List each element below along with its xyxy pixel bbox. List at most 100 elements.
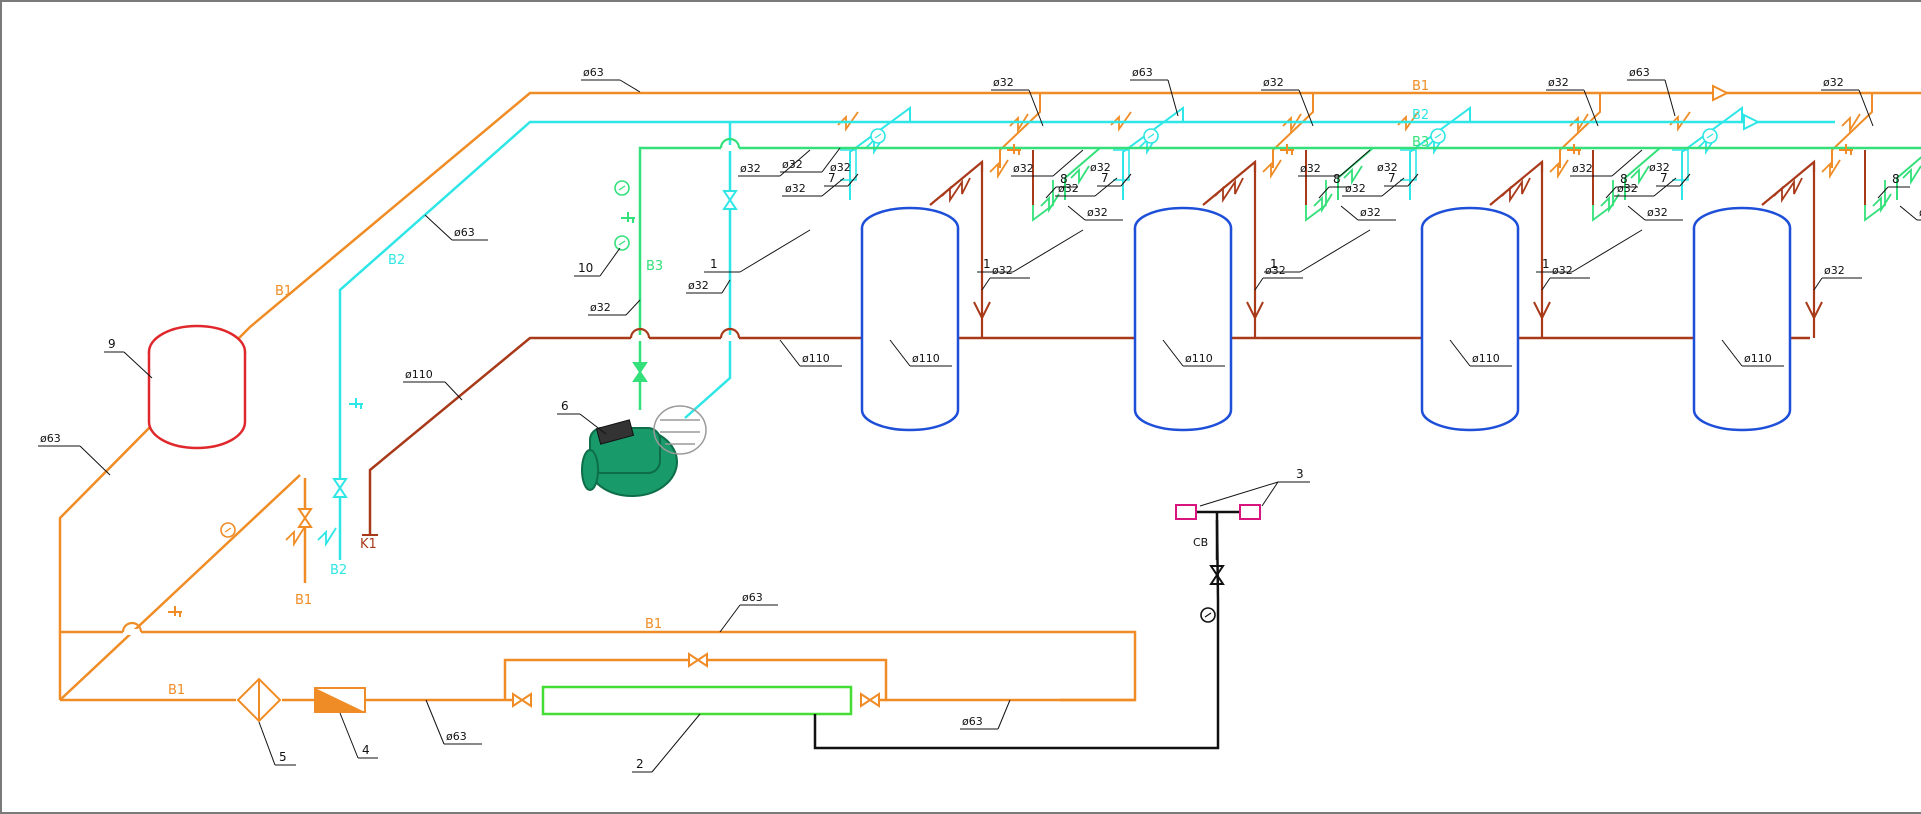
gate-valve-icon[interactable] [722, 190, 738, 210]
position-label-1: 1 [710, 257, 718, 271]
pressure-gauge-icon [1143, 128, 1159, 144]
diameter-label: ø32 [830, 161, 851, 174]
diameter-label: ø32 [590, 301, 611, 314]
diameter-label: ø63 [454, 226, 475, 239]
pump-6 [581, 405, 707, 497]
position-label-8: 8 [1892, 172, 1900, 186]
b3-pipeline [638, 146, 1921, 410]
storage-tank [1133, 206, 1233, 432]
diameter-label: ø110 [912, 352, 940, 365]
position-label-1: 1 [1542, 257, 1550, 271]
gate-valve-icon[interactable] [332, 478, 348, 498]
diameter-label: ø63 [446, 730, 467, 743]
diameter-label: ø32 [740, 162, 761, 175]
diameter-label: ø32 [1649, 161, 1670, 174]
diameter-label: ø32 [1377, 161, 1398, 174]
position-label-7: 7 [1101, 171, 1109, 185]
k1-sewer [368, 336, 1810, 535]
diameter-label: ø32 [993, 76, 1014, 89]
position-label-3: 3 [1296, 467, 1304, 481]
line-label-b1: B1 [295, 593, 312, 608]
mesh-filter-5 [236, 677, 282, 723]
pressure-gauge-icon [1200, 607, 1216, 623]
pressure-gauge-icon [1430, 128, 1446, 144]
line-label-b1: B1 [168, 683, 185, 698]
diameter-label: ø110 [1185, 352, 1213, 365]
line-label-b1: B1 [645, 617, 662, 632]
position-label-4: 4 [362, 743, 370, 757]
diameter-label: ø32 [1058, 182, 1079, 195]
gate-valve-icon[interactable] [297, 508, 313, 528]
gate-valve-icon[interactable] [512, 692, 532, 708]
position-label-8: 8 [1620, 172, 1628, 186]
diameter-label: ø32 [1647, 206, 1668, 219]
diameter-label: ø32 [1087, 206, 1108, 219]
position-label-7: 7 [828, 171, 836, 185]
diameter-label: ø32 [1824, 264, 1845, 277]
diameter-label: ø32 [1617, 182, 1638, 195]
position-label-9: 9 [108, 337, 116, 351]
buffer-tank-9 [147, 324, 247, 450]
sampling-tap-icon [621, 212, 635, 223]
line-label-b1: B1 [1412, 79, 1429, 94]
b1-branches [121, 84, 1873, 635]
gate-valve-icon[interactable] [688, 652, 708, 668]
diameter-label: ø32 [1345, 182, 1366, 195]
pressure-gauges [168, 128, 1853, 623]
position-label-2: 2 [636, 757, 644, 771]
b3-branches [719, 137, 1921, 222]
b1-diag-riser [59, 474, 301, 701]
sampling-tap-icon [1280, 144, 1294, 155]
diameter-label: ø63 [1132, 66, 1153, 79]
diameter-label: ø110 [1744, 352, 1772, 365]
position-label-1: 1 [983, 257, 991, 271]
storage-tank [1420, 206, 1520, 432]
pressure-gauge-icon [1702, 128, 1718, 144]
storage-tanks [860, 206, 1792, 432]
pressure-gauge-icon [870, 128, 886, 144]
b2-pipeline [338, 120, 1835, 560]
b2-pump-return [684, 122, 732, 419]
b1-pipeline [58, 91, 1921, 702]
pressure-gauge-icon [220, 522, 236, 538]
filter-housing-2 [541, 685, 853, 716]
diameter-label: ø32 [992, 264, 1013, 277]
diameter-label: ø32 [782, 158, 803, 171]
line-label-b3: B3 [646, 259, 663, 274]
diameter-label: ø63 [1629, 66, 1650, 79]
position-label-6: 6 [561, 399, 569, 413]
position-label-7: 7 [1660, 171, 1668, 185]
diameter-label: ø32 [1572, 162, 1593, 175]
diameter-label: ø32 [1300, 162, 1321, 175]
line-label-k1: K1 [360, 537, 377, 552]
diameter-label: ø32 [1552, 264, 1573, 277]
line-label-b1: B1 [275, 284, 292, 299]
diameter-label: ø32 [1090, 161, 1111, 174]
storage-tank [860, 206, 960, 432]
misc-valves [297, 190, 1225, 708]
diameter-label: ø63 [40, 432, 61, 445]
diameter-label: ø32 [785, 182, 806, 195]
line-label-b2: B2 [1412, 108, 1429, 123]
position-label-10: 10 [578, 261, 593, 275]
diameter-label: ø63 [962, 715, 983, 728]
sv-boxes [1175, 504, 1261, 520]
position-label-8: 8 [1060, 172, 1068, 186]
position-label-7: 7 [1388, 171, 1396, 185]
sampling-tap-icon [168, 606, 182, 617]
water-meter-4 [314, 687, 366, 713]
diameter-label: ø110 [802, 352, 830, 365]
pressure-gauge-icon [614, 180, 630, 196]
position-label-8: 8 [1333, 172, 1341, 186]
line-label-b2: B2 [388, 253, 405, 268]
sampling-tap-icon [1839, 144, 1853, 155]
diameter-label: ø110 [405, 368, 433, 381]
gate-valve-icon[interactable] [860, 692, 880, 708]
b3-main [638, 146, 1921, 410]
storage-tank [1692, 206, 1792, 432]
diameter-label: ø32 [1823, 76, 1844, 89]
sampling-tap-icon [1007, 144, 1021, 155]
diameter-label: ø32 [1548, 76, 1569, 89]
